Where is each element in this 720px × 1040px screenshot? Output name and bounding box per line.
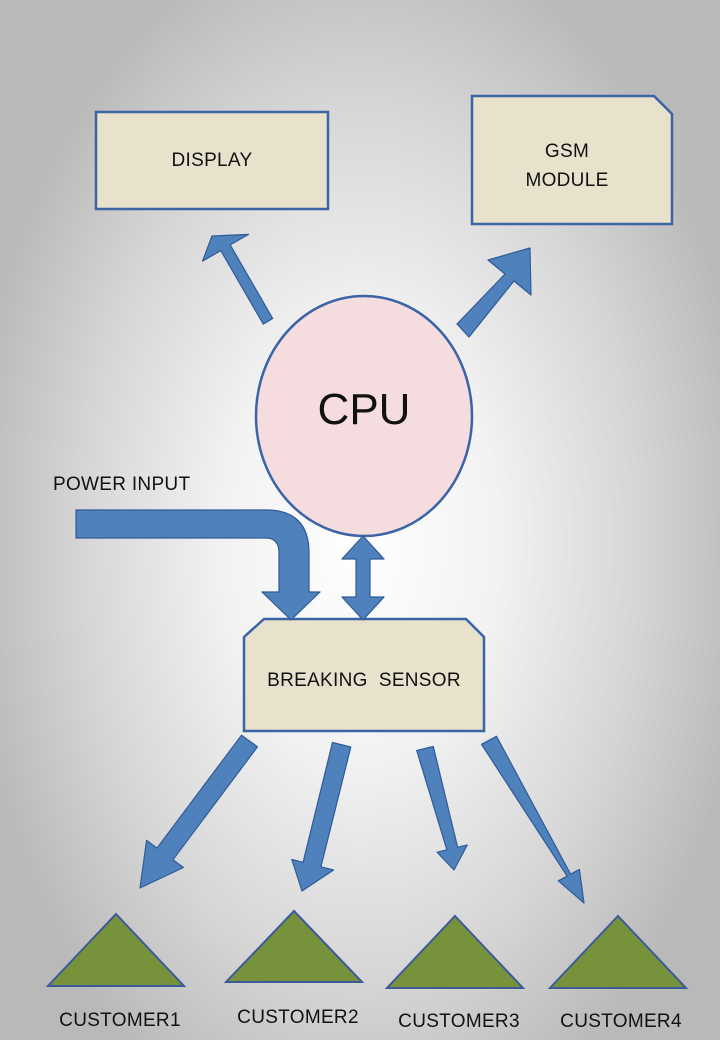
power-input-label: POWER INPUT [53, 474, 191, 495]
customer2-label: CUSTOMER2 [237, 1007, 359, 1028]
customer4-triangle [547, 914, 689, 989]
customer4-label: CUSTOMER4 [560, 1011, 682, 1032]
gsm-label-line2: MODULE [525, 170, 609, 191]
breaking-sensor-label: BREAKING SENSOR [267, 670, 461, 691]
breaking-sensor-box [242, 617, 486, 733]
customer1-triangle [45, 912, 187, 987]
cpu-node [254, 294, 474, 538]
customer1-label: CUSTOMER1 [59, 1010, 181, 1031]
gsm-module-box [470, 94, 674, 226]
gsm-label-line1: GSM [544, 141, 590, 162]
arrow-sensor-to-customer2 [291, 741, 352, 892]
arrow-sensor-to-customer3 [416, 745, 468, 871]
arrow-sensor-to-customer4 [480, 735, 585, 904]
arrow-sensor-to-customer1 [139, 734, 259, 889]
display-box [94, 110, 330, 211]
display-label: DISPLAY [171, 150, 253, 171]
arrow-cpu-to-display [201, 233, 274, 325]
gsm-module-label: GSM MODULE [472, 137, 662, 195]
customer3-triangle [384, 914, 526, 989]
customer2-triangle [223, 909, 365, 983]
customer3-label: CUSTOMER3 [398, 1011, 520, 1032]
arrow-power-input-to-sensor [75, 509, 321, 621]
cpu-label: CPU [317, 385, 411, 434]
arrow-cpu-sensor-bidirectional [341, 535, 385, 621]
arrow-cpu-to-gsm-module [456, 247, 532, 338]
